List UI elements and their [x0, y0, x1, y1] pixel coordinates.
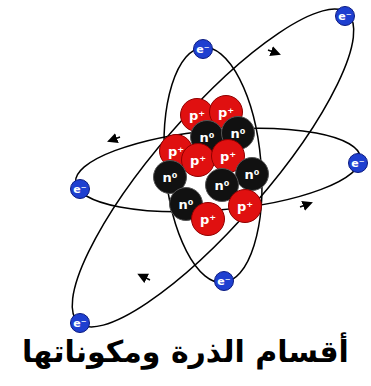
neutron-label: n⁰	[245, 168, 260, 181]
orbit-arrow	[142, 276, 150, 280]
orbit	[37, 0, 371, 359]
orbit-arrow	[268, 50, 276, 53]
neutron-label: n⁰	[231, 127, 246, 140]
electron-label: e⁻	[338, 11, 351, 22]
electron: e⁻	[70, 179, 90, 199]
proton-label: p⁺	[237, 200, 253, 213]
electron: e⁻	[214, 271, 234, 291]
electron: e⁻	[348, 153, 368, 173]
neutron-label: n⁰	[200, 131, 215, 144]
electron-label: e⁻	[73, 318, 86, 329]
proton-label: p⁺	[220, 150, 236, 163]
neutron-label: n⁰	[163, 171, 178, 184]
electron: e⁻	[335, 6, 355, 26]
proton-label: p⁺	[200, 213, 216, 226]
electron-label: e⁻	[73, 184, 86, 195]
title: أقسام الذرة ومكوناتها	[22, 334, 349, 369]
proton: p⁺	[191, 202, 225, 236]
neutron-label: n⁰	[215, 179, 230, 192]
electron: e⁻	[70, 313, 90, 333]
proton: p⁺	[228, 189, 262, 223]
electron: e⁻	[193, 39, 213, 59]
title-box: أقسام الذرة ومكوناتها	[0, 334, 371, 369]
orbit-arrow	[112, 137, 120, 140]
neutron: n⁰	[235, 157, 269, 191]
proton-label: p⁺	[190, 154, 206, 167]
electron-label: e⁻	[351, 158, 364, 169]
neutron-label: n⁰	[179, 198, 194, 211]
electron-label: e⁻	[217, 276, 230, 287]
electron-label: e⁻	[196, 44, 209, 55]
orbit-arrow	[300, 204, 308, 207]
